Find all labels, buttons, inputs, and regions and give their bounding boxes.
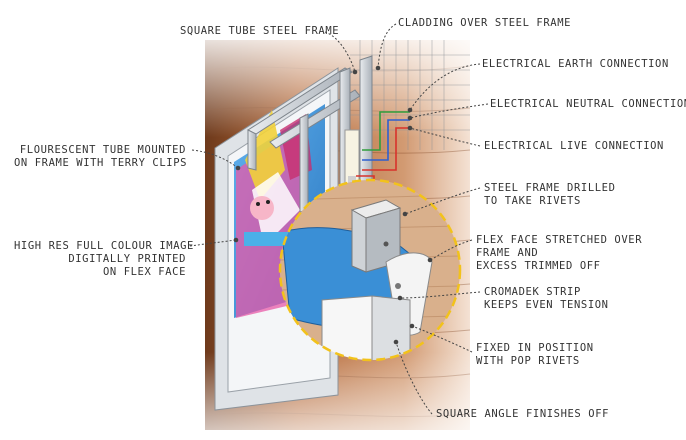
label-square-angle: SQUARE ANGLE FINISHES OFF: [436, 408, 609, 421]
label-fixed-in-position: FIXED IN POSITION WITH POP RIVETS: [476, 342, 594, 368]
label-line: HIGH RES FULL COLOUR IMAGE: [14, 240, 194, 252]
label-line: FRAME AND: [476, 247, 539, 259]
label-line: SQUARE ANGLE FINISHES OFF: [436, 408, 610, 420]
label-line: KEEPS EVEN TENSION: [484, 299, 609, 311]
label-line: ON FRAME WITH TERRY CLIPS: [14, 157, 188, 169]
label-line: FLEX FACE STRETCHED OVER: [476, 234, 643, 246]
label-line: CLADDING OVER STEEL FRAME: [398, 17, 572, 29]
label-flex-face-stretched: FLEX FACE STRETCHED OVER FRAME AND EXCES…: [476, 234, 642, 273]
label-line: ELECTRICAL EARTH CONNECTION: [482, 58, 669, 70]
detail-magnifier: [278, 178, 462, 362]
label-line: FIXED IN POSITION: [476, 342, 594, 354]
label-line: FLOURESCENT TUBE MOUNTED: [19, 144, 186, 156]
label-line: ELECTRICAL LIVE CONNECTION: [484, 140, 664, 152]
label-electrical-neutral-connection: ELECTRICAL NEUTRAL CONNECTION: [490, 98, 686, 111]
label-line: STEEL FRAME DRILLED: [484, 182, 616, 194]
label-line: SQUARE TUBE STEEL FRAME: [180, 25, 340, 37]
leader-dots: [233, 65, 433, 345]
label-high-res-image: HIGH RES FULL COLOUR IMAGE DIGITALLY PRI…: [14, 240, 194, 279]
label-line: EXCESS TRIMMED OFF: [476, 260, 601, 272]
label-line: ELECTRICAL NEUTRAL CONNECTION: [490, 98, 686, 110]
label-line: WITH POP RIVETS: [476, 355, 580, 367]
label-steel-frame-drilled: STEEL FRAME DRILLED TO TAKE RIVETS: [484, 182, 616, 208]
label-square-tube-steel-frame: SQUARE TUBE STEEL FRAME: [180, 25, 339, 38]
label-line: CROMADEK STRIP: [484, 286, 581, 298]
leader-lines: [189, 23, 489, 415]
label-cromadek-strip: CROMADEK STRIP KEEPS EVEN TENSION: [484, 286, 609, 312]
label-electrical-live-connection: ELECTRICAL LIVE CONNECTION: [484, 140, 664, 153]
label-electrical-earth-connection: ELECTRICAL EARTH CONNECTION: [482, 58, 669, 71]
label-flourescent-tube: FLOURESCENT TUBE MOUNTED ON FRAME WITH T…: [14, 144, 186, 170]
label-line: TO TAKE RIVETS: [484, 195, 581, 207]
label-line: ON FLEX FACE: [102, 266, 186, 278]
label-cladding-over-steel-frame: CLADDING OVER STEEL FRAME: [398, 17, 571, 30]
label-line: DIGITALLY PRINTED: [68, 253, 186, 265]
